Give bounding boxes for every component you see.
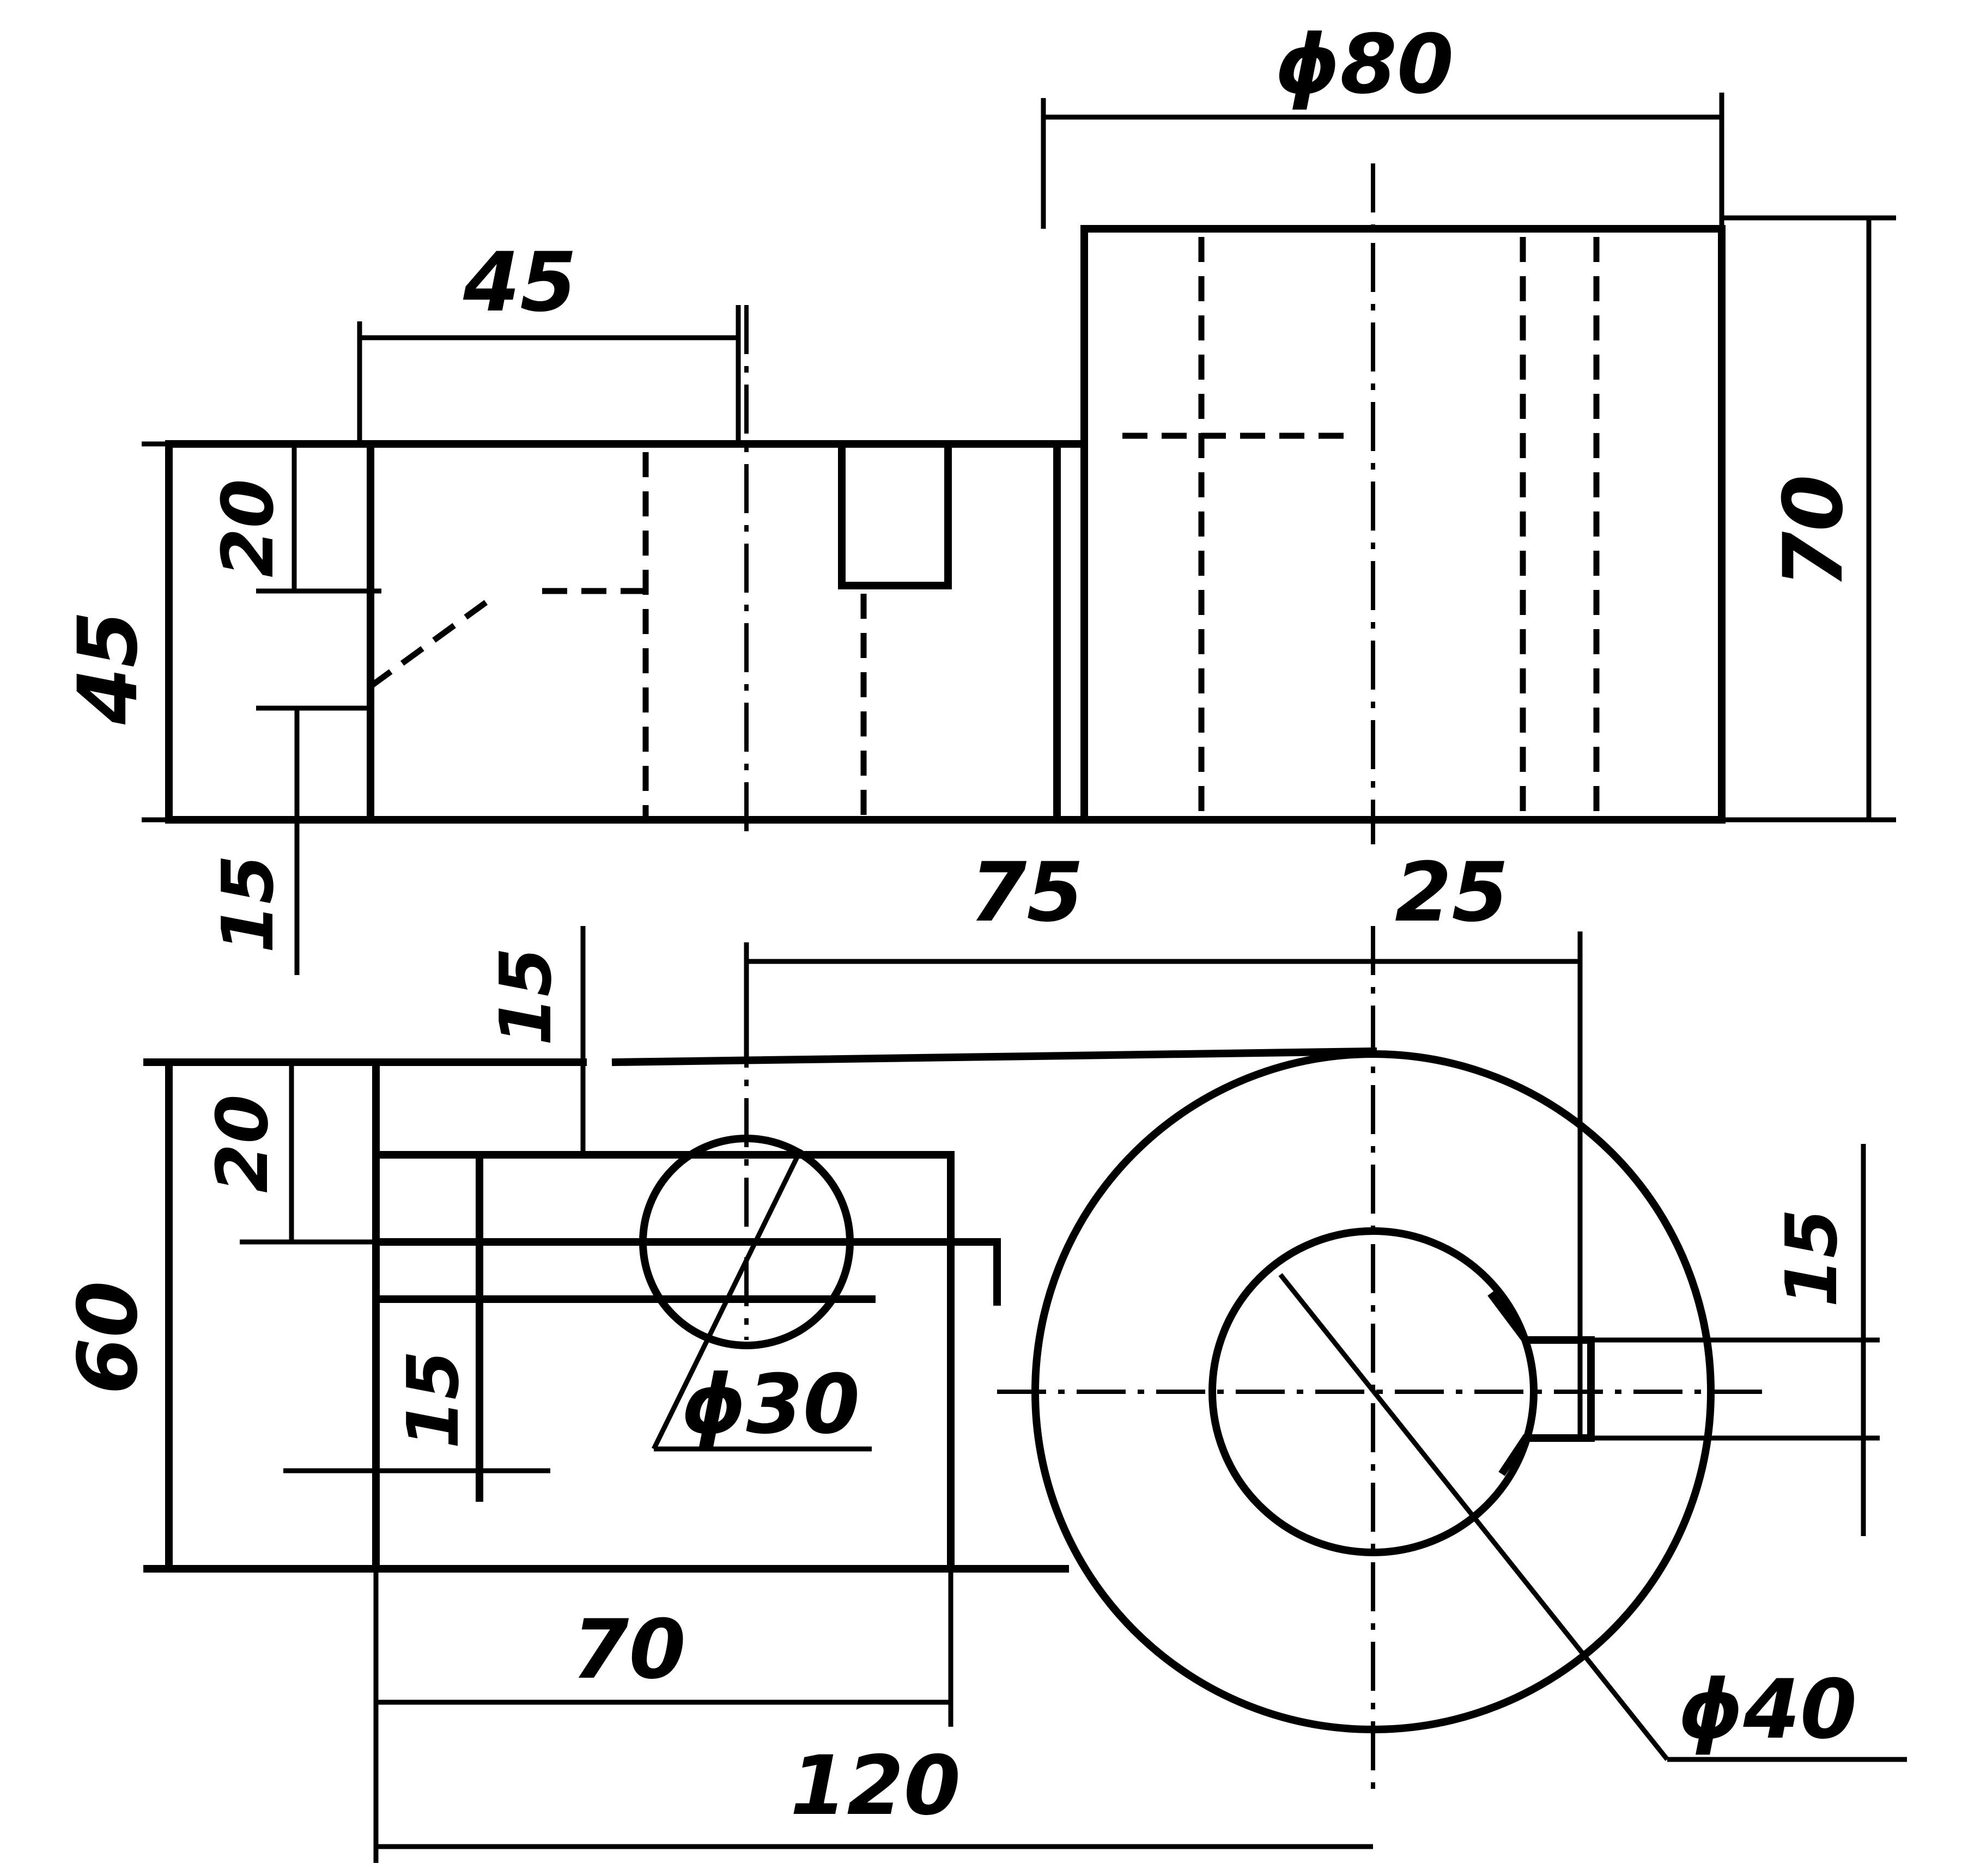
plan-top-line-2 bbox=[611, 1047, 1377, 1067]
dim-label-dia40: ϕ40 bbox=[1678, 1662, 1857, 1757]
dim-label-20-bot: 20 bbox=[201, 1094, 284, 1193]
dim-label-20-top: 20 bbox=[206, 479, 289, 577]
dim-label-dia30: ϕ30 bbox=[681, 1357, 860, 1452]
leader-dia30 bbox=[651, 1148, 804, 1450]
front-small-recess bbox=[838, 440, 952, 589]
dim-label-15-bot-top: 15 bbox=[484, 947, 567, 1046]
dim-label-45-vert: 45 bbox=[61, 611, 156, 725]
dim-label-70: 70 bbox=[1766, 474, 1861, 588]
dim-label-60: 60 bbox=[61, 1281, 156, 1394]
dim-label-120: 120 bbox=[790, 1739, 961, 1834]
dim-label-45-top: 45 bbox=[463, 235, 577, 330]
dim-label-15-inner: 15 bbox=[392, 1350, 475, 1449]
plan-view: 75 25 15 20 60 15 ϕ30 70 120 15 ϕ40 bbox=[61, 845, 1907, 1863]
dim-label-15-top: 15 bbox=[206, 855, 289, 953]
leader-dia40 bbox=[1278, 1273, 1669, 1761]
dim-label-dia80: ϕ80 bbox=[1275, 17, 1454, 112]
dim-label-15-right: 15 bbox=[1770, 1209, 1853, 1307]
plan-slot bbox=[372, 1238, 1001, 1306]
dim-label-25: 25 bbox=[1395, 845, 1509, 940]
plan-right-slot bbox=[1487, 1291, 1595, 1476]
dim-label-75: 75 bbox=[970, 845, 1084, 940]
dim-label-70-bot: 70 bbox=[572, 1603, 686, 1697]
plan-left-block bbox=[165, 1058, 955, 1573]
front-hidden-slope bbox=[368, 596, 493, 689]
front-view: ϕ80 45 70 45 20 15 bbox=[61, 17, 1896, 975]
